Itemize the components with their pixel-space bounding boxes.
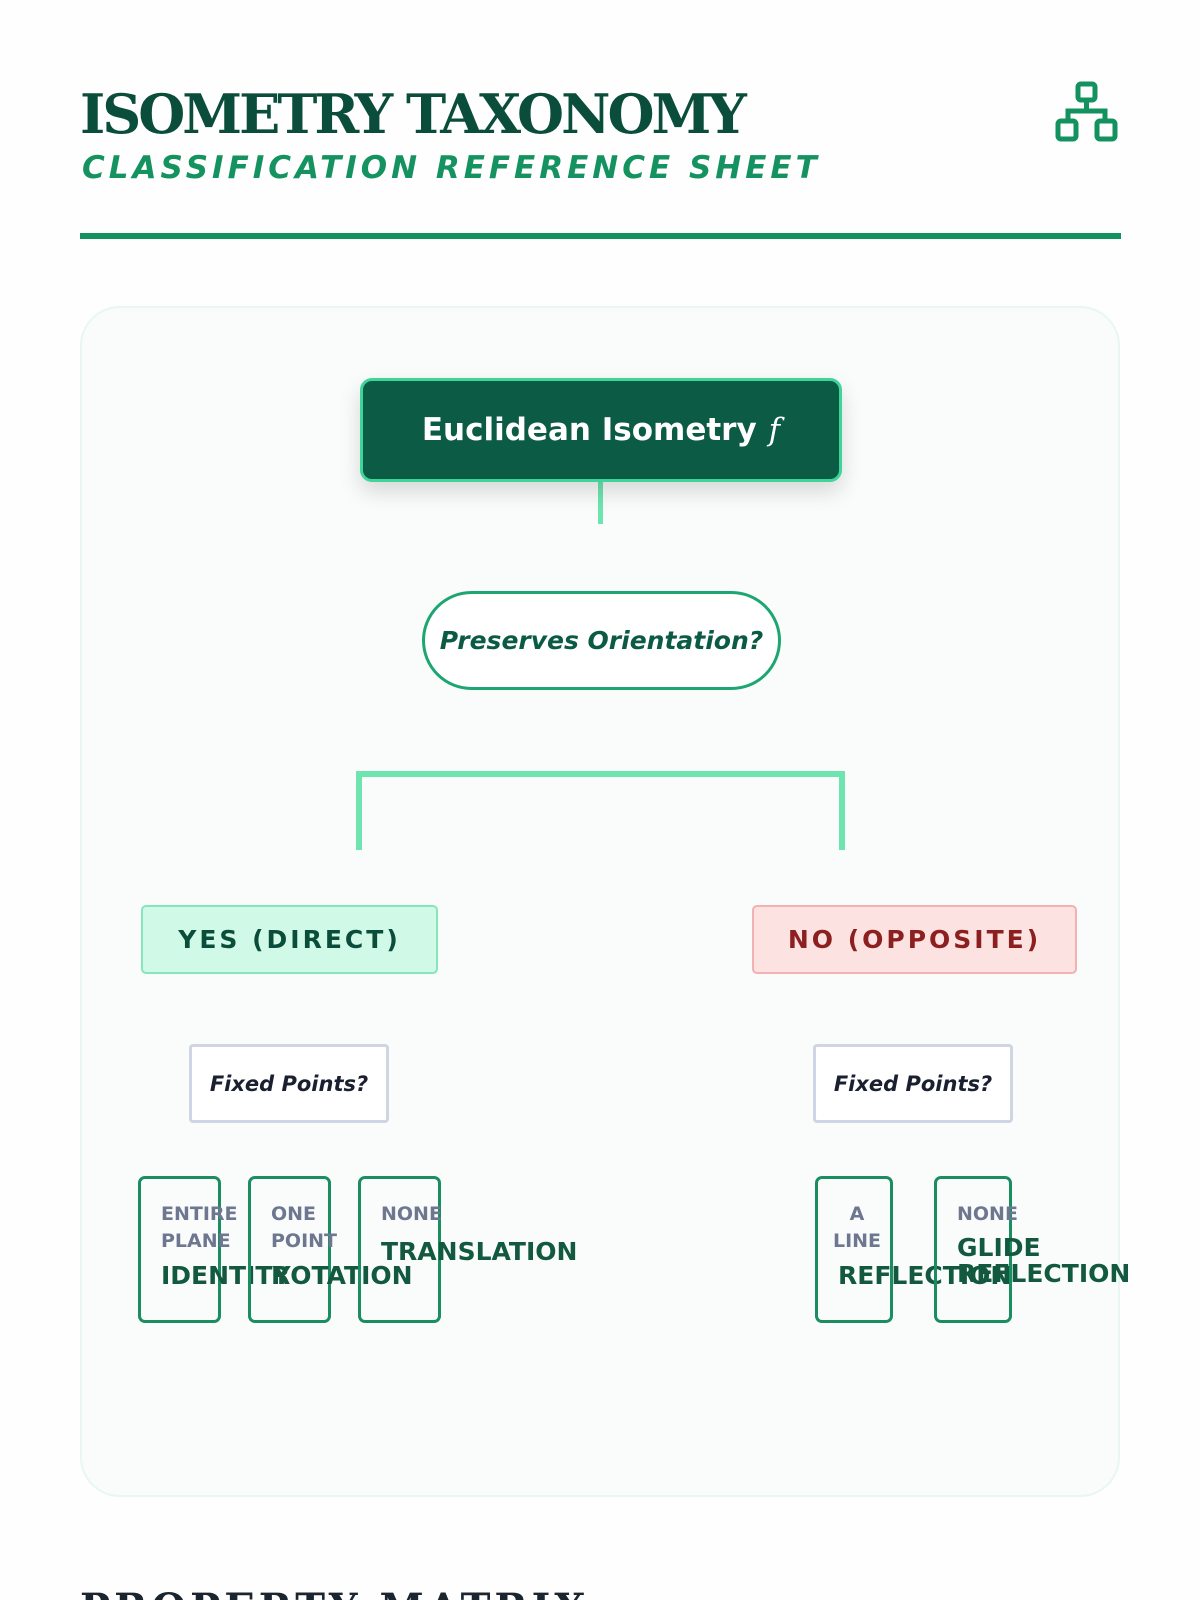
section-heading: PROPERTY MATRIX — [80, 1585, 589, 1600]
header-divider — [80, 233, 1121, 239]
connector-root-to-question — [598, 472, 603, 524]
connector-split-right — [839, 771, 845, 850]
leaf-reflection: A LINE REFLECTION — [815, 1176, 1011, 1323]
leaf-rotation: ONE POINT ROTATION — [248, 1176, 413, 1323]
leaf-name: TRANSLATION — [381, 1237, 578, 1266]
hierarchy-icon — [1055, 81, 1118, 142]
branch-yes-label: YES (DIRECT) — [141, 905, 438, 974]
leaf-fixed-points: A LINE — [832, 1203, 882, 1252]
leaf-fixed-points: ENTIRE PLANE — [161, 1203, 238, 1252]
orientation-question-node: Preserves Orientation? — [422, 591, 781, 690]
page-subtitle: CLASSIFICATION REFERENCE SHEET — [82, 150, 821, 186]
leaf-name: GLIDE REFLECTION — [957, 1233, 1131, 1288]
leaf-fixed-points: NONE — [381, 1203, 442, 1225]
root-node: Euclidean Isometry f — [360, 378, 842, 482]
leaf-identity: ENTIRE PLANE IDENTITY — [138, 1176, 291, 1323]
root-node-label: Euclidean Isometry — [421, 412, 757, 448]
leaf-fixed-points: NONE — [957, 1203, 1018, 1225]
connector-split-left — [356, 771, 362, 850]
leaf-name: IDENTITY — [161, 1261, 291, 1290]
root-node-symbol: f — [768, 412, 781, 448]
leaf-name: REFLECTION — [838, 1261, 1012, 1290]
leaf-fixed-points: ONE POINT — [271, 1203, 338, 1252]
leaf-name: ROTATION — [271, 1261, 413, 1290]
leaf-translation: NONE TRANSLATION — [358, 1176, 577, 1323]
branch-no-label: NO (OPPOSITE) — [752, 905, 1077, 974]
page-title: ISOMETRY TAXONOMY — [80, 82, 747, 146]
fixed-points-question-direct: Fixed Points? — [189, 1044, 389, 1123]
fixed-points-question-opposite: Fixed Points? — [813, 1044, 1013, 1123]
leaf-glide-reflection: NONE GLIDE REFLECTION — [934, 1176, 1130, 1323]
connector-split-horizontal — [356, 771, 845, 777]
